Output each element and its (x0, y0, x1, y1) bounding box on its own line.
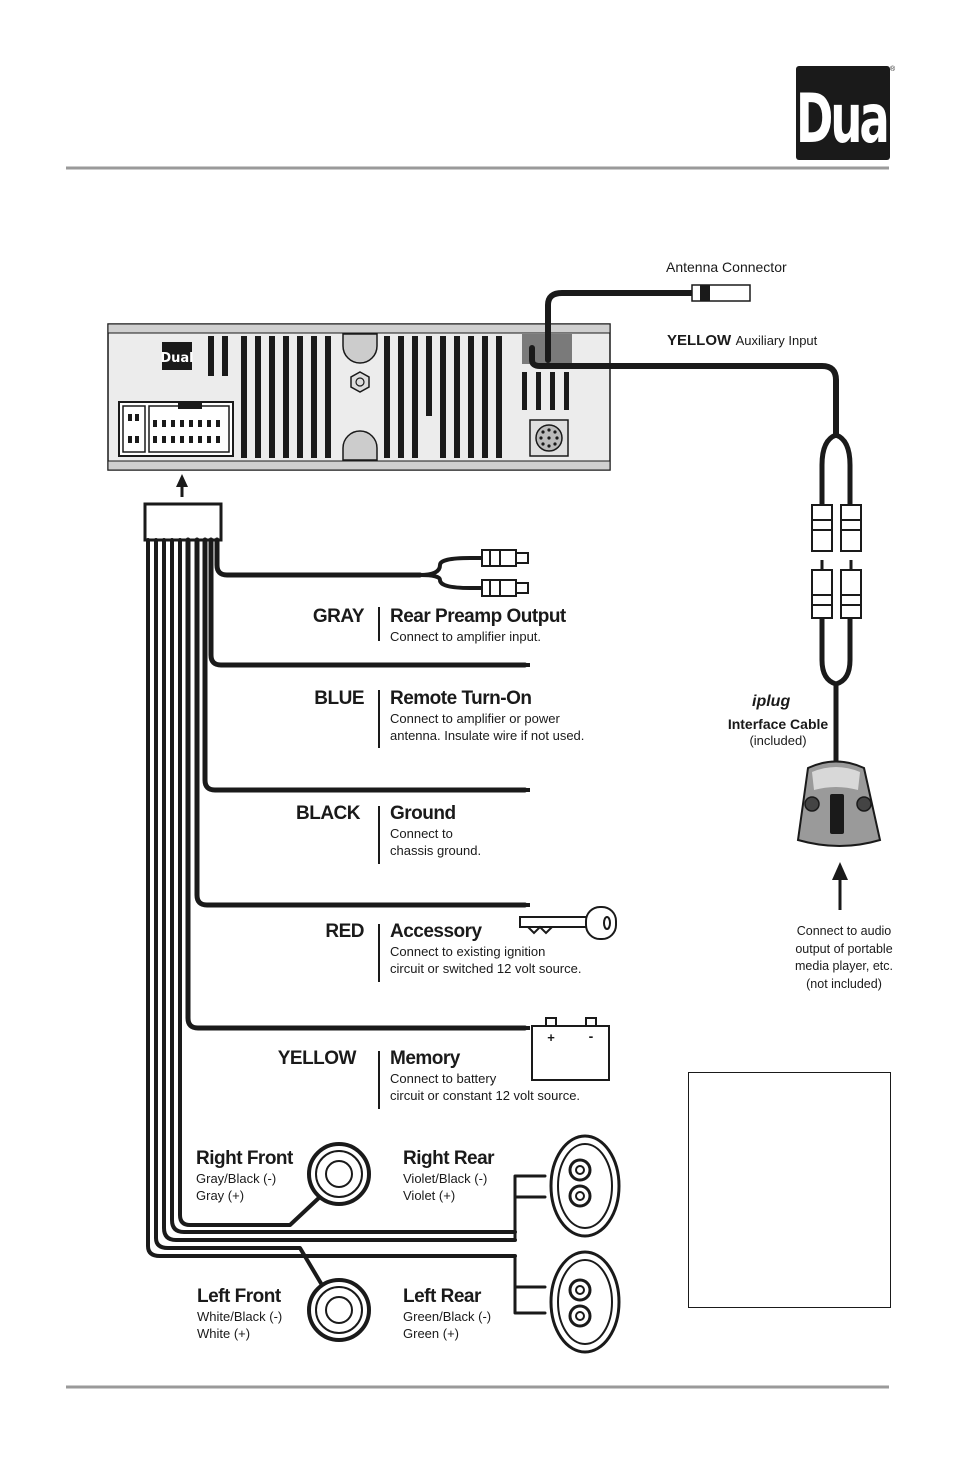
speaker-neg: Green/Black (-) (403, 1309, 492, 1324)
connect-audio-line: Connect to audio (796, 924, 892, 938)
antenna-plug (691, 284, 751, 302)
speaker-pos: Green (+) (403, 1326, 459, 1341)
wire-title-memory: Memory (390, 1048, 460, 1069)
desc-line: Connect to existing ignition (390, 944, 546, 959)
aux-label: Auxiliary Input (735, 333, 818, 348)
harness-wires (146, 537, 547, 1315)
speaker-pos: Gray (+) (196, 1188, 245, 1203)
desc-line: Connect to battery (390, 1071, 497, 1086)
desc-line: circuit or constant 12 volt source. (390, 1088, 581, 1103)
speaker-neg: White/Black (-) (197, 1309, 283, 1324)
speaker-right-front-icon (307, 1142, 371, 1206)
speaker-pos: White (+) (197, 1326, 251, 1341)
desc-line: antenna. Insulate wire if not used. (390, 728, 585, 743)
speaker-left-rear-icon (549, 1250, 621, 1354)
wire-title-accessory: Accessory (390, 921, 482, 942)
wire-color-red: RED (325, 921, 364, 942)
connect-audio-line: output of portable (795, 941, 893, 956)
iplug-device (796, 760, 882, 847)
speaker-title: Left Rear (403, 1286, 481, 1307)
speaker-pos: Violet (+) (403, 1188, 456, 1203)
aux-input-label: YELLOW Auxiliary Input (667, 332, 817, 350)
speaker-title: Right Front (196, 1148, 293, 1169)
registered-mark: ® (890, 66, 896, 73)
speaker-label-right-front: Right Front Gray/Black (-) Gray (+) (196, 1148, 293, 1204)
speaker-right-rear-icon (549, 1134, 621, 1238)
speaker-neg: Violet/Black (-) (403, 1171, 488, 1186)
wire-desc-ground: Connect to chassis ground. (390, 825, 481, 859)
wire-title-remote: Remote Turn-On (390, 688, 532, 709)
wire-desc-remote: Connect to amplifier or power antenna. I… (390, 710, 584, 744)
desc-line: Connect to amplifier or power (390, 711, 560, 726)
desc-line: chassis ground. (390, 843, 482, 858)
speaker-label-right-rear: Right Rear Violet/Black (-) Violet (+) (403, 1148, 495, 1204)
battery-plus: + (547, 1030, 555, 1045)
dual-logo-text: Dual (796, 80, 902, 159)
iplug-included-label: (included) (749, 733, 807, 748)
note-box (688, 1072, 891, 1308)
wire-color-gray: GRAY (312, 606, 365, 627)
desc-line: Connect to (390, 826, 453, 841)
wire-desc-accessory: Connect to existing ignition circuit or … (390, 943, 581, 977)
battery-icon (531, 1017, 610, 1081)
connect-audio-line: (not included) (806, 976, 882, 991)
ignition-key-icon (519, 906, 617, 940)
svg-text:Dual: Dual (160, 351, 193, 366)
connect-audio-note: Connect to audio output of portable medi… (774, 923, 914, 993)
connect-audio-line: media player, etc. (795, 959, 893, 973)
aux-rca-plugs (811, 504, 862, 619)
speaker-neg: Gray/Black (-) (196, 1171, 277, 1186)
iplug-cable-label: Interface Cable (727, 716, 829, 732)
aux-color: YELLOW (667, 332, 732, 349)
iplug-logo: iplug (752, 693, 791, 710)
speaker-title: Left Front (197, 1286, 281, 1307)
rca-plugs (481, 549, 529, 597)
wire-color-blue: BLUE (314, 688, 364, 709)
speaker-title: Right Rear (403, 1148, 495, 1169)
wire-color-black: BLACK (296, 803, 361, 824)
battery-minus: - (589, 1028, 594, 1044)
wire-color-yellow: YELLOW (277, 1048, 357, 1069)
antenna-connector-label: Antenna Connector (666, 259, 787, 275)
wire-desc-memory: Connect to battery circuit or constant 1… (390, 1070, 580, 1104)
desc-line: circuit or switched 12 volt source. (390, 961, 582, 976)
wire-title-ground: Ground (390, 803, 456, 824)
head-unit: Dual (107, 323, 611, 471)
dual-logo: Dual (796, 66, 902, 160)
wire-title-rear-preamp: Rear Preamp Output (390, 606, 566, 627)
speaker-label-left-front: Left Front White/Black (-) White (+) (197, 1286, 282, 1342)
speaker-left-front-icon (307, 1278, 371, 1342)
wire-desc-rear-preamp: Connect to amplifier input. (390, 629, 542, 644)
speaker-label-left-rear: Left Rear Green/Black (-) Green (+) (403, 1286, 491, 1342)
